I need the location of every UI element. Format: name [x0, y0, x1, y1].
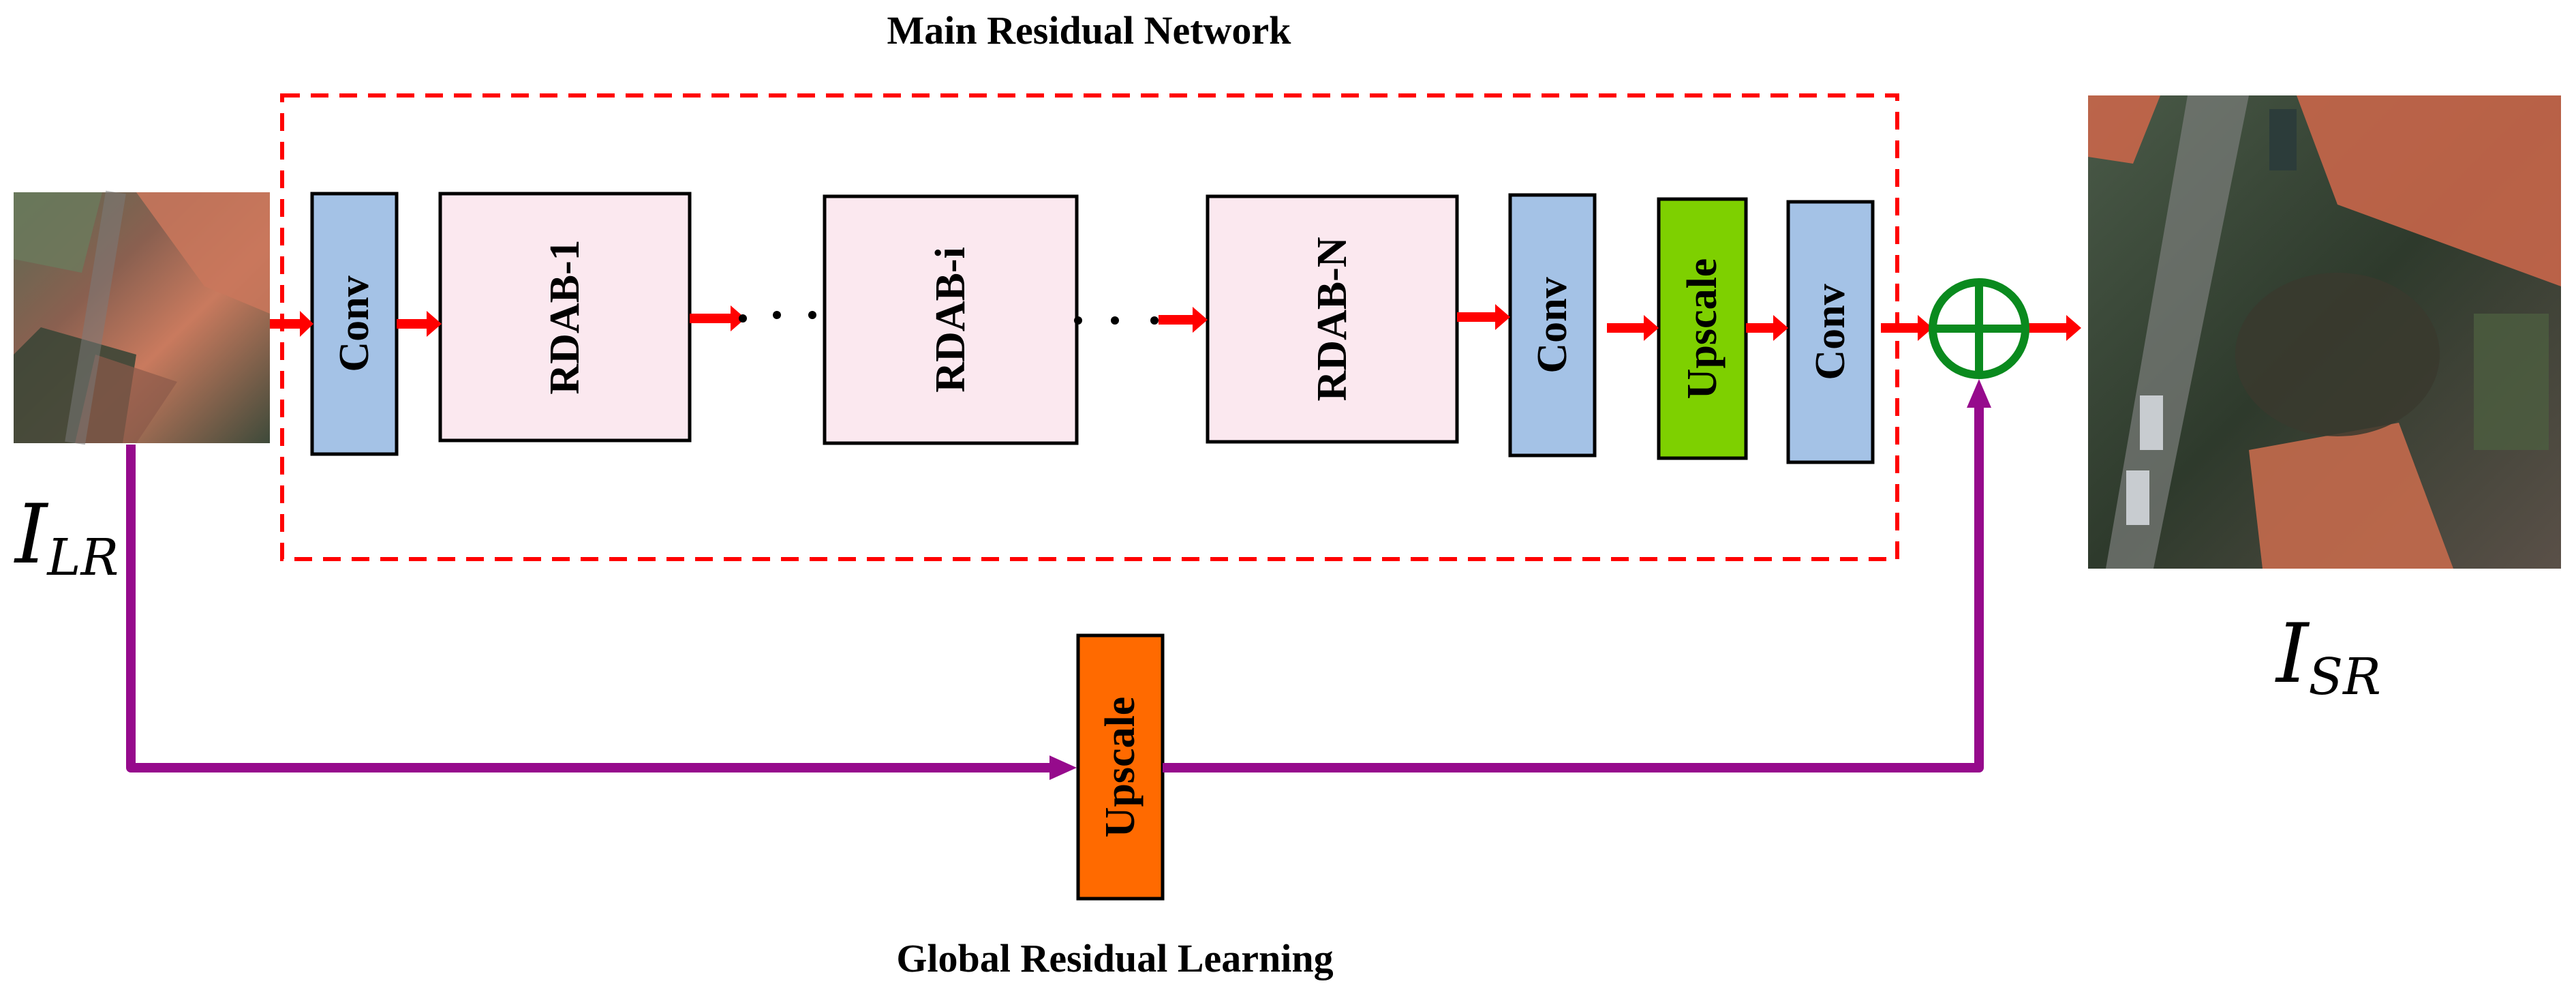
arrow-sum-to-output — [2028, 315, 2081, 341]
conv-block-3-label: Conv — [1807, 284, 1854, 380]
output-image-sr — [2088, 95, 2561, 569]
global-residual-title: Global Residual Learning — [896, 936, 1333, 980]
arrow-conv3-to-sum — [1881, 315, 1933, 341]
rdab-block-n-label: RDAB-N — [1309, 237, 1355, 401]
arrow-dots-to-rdabn — [1159, 307, 1208, 333]
rdab-block-i: RDAB-i — [823, 194, 1079, 445]
conv-block-1-label: Conv — [331, 275, 378, 372]
ellipsis-left — [739, 311, 816, 322]
sum-node-icon — [1929, 278, 2029, 379]
rdab-block-1: RDAB-1 — [438, 192, 692, 442]
output-label: ISR — [2275, 607, 2381, 706]
input-label: ILR — [14, 487, 119, 587]
main-network-title: Main Residual Network — [887, 8, 1292, 52]
arrow-conv1-to-rdab1 — [397, 311, 442, 337]
rdab-block-1-label: RDAB-1 — [542, 239, 588, 394]
input-image-lr — [14, 190, 270, 445]
conv-block-1: Conv — [310, 192, 399, 456]
arrow-rdab1-to-dots — [690, 305, 746, 331]
arrow-upscale-to-conv3 — [1746, 315, 1788, 341]
rdab-block-i-label: RDAB-i — [927, 247, 974, 393]
conv-block-2-label: Conv — [1529, 277, 1576, 373]
upscale-block-global: Upscale — [1076, 633, 1165, 901]
rdab-block-n: RDAB-N — [1206, 194, 1459, 444]
global-residual-path — [126, 379, 1991, 780]
arrow-input-to-conv1 — [270, 311, 313, 337]
upscale-block-global-label: Upscale — [1097, 697, 1144, 838]
arrow-conv2-to-upscale — [1607, 315, 1659, 341]
ellipsis-right — [1074, 316, 1159, 325]
conv-block-2: Conv — [1508, 193, 1597, 457]
arrow-rdabn-to-conv2 — [1457, 304, 1510, 330]
upscale-block-main: Upscale — [1657, 197, 1748, 460]
upscale-block-main-label: Upscale — [1679, 258, 1726, 400]
main-path-arrows — [270, 304, 2081, 341]
conv-block-3: Conv — [1786, 200, 1875, 464]
